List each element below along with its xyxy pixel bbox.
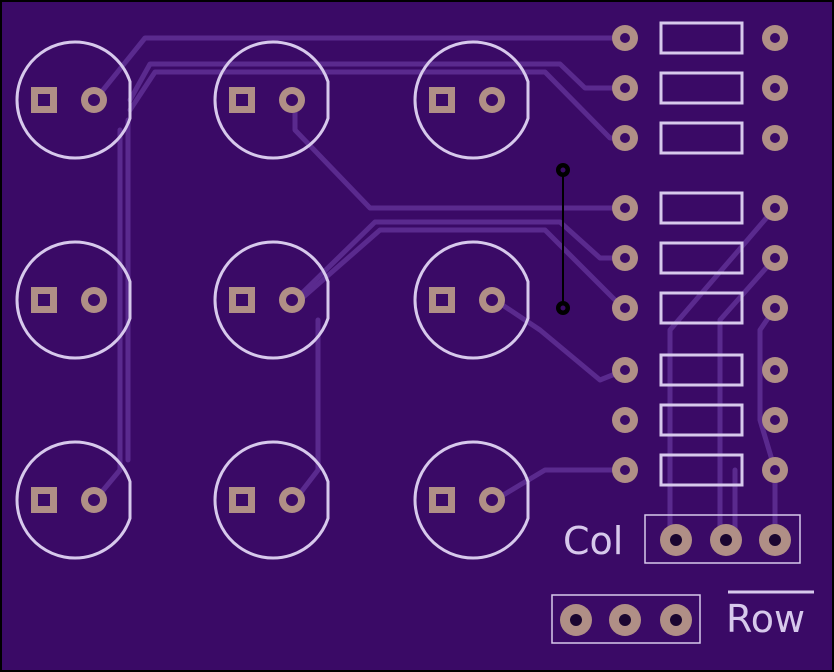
header-pin-hole [670,534,682,546]
resistor-4 [612,191,788,225]
resistor-body [659,403,744,437]
col-header-outline [644,514,801,564]
led-pad-square-hole [236,494,248,506]
copper-traces [92,35,778,543]
resistor-pad-hole [770,133,780,143]
led-8 [213,440,330,560]
led-5 [213,240,330,360]
resistor-pad-hole [620,365,630,375]
led-outline [213,240,330,360]
header-pin-hole [769,534,781,546]
led-grid [15,40,530,560]
led-outline [413,40,530,160]
led-pad-round-hole [486,294,498,306]
resistor-pad-hole [620,415,630,425]
header-pin-hole [570,614,582,626]
row-header-pins [560,604,692,636]
led-pad-square-hole [38,494,50,506]
resistor-array [612,21,788,487]
resistor-8 [612,403,788,437]
resistor-pad-hole [620,253,630,263]
led-pad-round-hole [486,94,498,106]
led-pad-square-hole [38,94,50,106]
resistor-body [659,191,744,225]
led-pad-round-hole [88,294,100,306]
row-label: Row [726,597,805,641]
led-outline [413,240,530,360]
led-4 [15,240,132,360]
col-header: Col [563,514,801,564]
led-2 [213,40,330,160]
header-pin-hole [619,614,631,626]
led-outline [15,240,132,360]
resistor-pad-hole [770,33,780,43]
resistor-pad-hole [620,133,630,143]
resistor-pad-hole [770,83,780,93]
resistor-pad-hole [770,365,780,375]
resistor-pad-hole [620,303,630,313]
led-outline [413,440,530,560]
led-3 [413,40,530,160]
resistor-pad-hole [620,203,630,213]
row-header-outline [551,594,701,644]
led-pad-round-hole [486,494,498,506]
resistor-body [659,121,744,155]
resistor-pad-hole [770,203,780,213]
led-pad-round-hole [286,294,298,306]
led-pad-round-hole [286,494,298,506]
resistor-pad-hole [620,33,630,43]
led-pad-square-hole [436,294,448,306]
led-outline [213,440,330,560]
resistor-body [659,241,744,275]
resistor-pad-hole [770,465,780,475]
led-pad-round-hole [88,494,100,506]
led-6 [413,240,530,360]
resistor-body [659,71,744,105]
led-outline [15,40,132,160]
led-outline [15,440,132,560]
col-label: Col [563,519,623,563]
resistor-2 [612,71,788,105]
resistor-body [659,453,744,487]
resistor-5 [612,241,788,275]
resistor-body [659,21,744,55]
via-top-hole [560,167,566,173]
resistor-body [659,291,744,325]
led-pad-round-hole [286,94,298,106]
vias [556,163,570,315]
resistor-pad-hole [770,253,780,263]
led-pad-round-hole [88,94,100,106]
resistor-7 [612,353,788,387]
row-header: Row [551,590,814,644]
led-outline [213,40,330,160]
resistor-pad-hole [770,303,780,313]
led-7 [15,440,132,560]
resistor-body [659,353,744,387]
resistor-6 [612,291,788,325]
resistor-pad-hole [770,415,780,425]
resistor-9 [612,453,788,487]
col-header-pins [660,524,791,556]
led-pad-square-hole [436,494,448,506]
header-pin-hole [670,614,682,626]
led-9 [413,440,530,560]
led-pad-square-hole [236,294,248,306]
led-pad-square-hole [38,294,50,306]
header-pin-hole [720,534,732,546]
via-bottom-hole [560,305,566,311]
resistor-1 [612,21,788,55]
led-pad-square-hole [236,94,248,106]
resistor-3 [612,121,788,155]
led-1 [15,40,132,160]
resistor-pad-hole [620,83,630,93]
led-pad-square-hole [436,94,448,106]
resistor-pad-hole [620,465,630,475]
